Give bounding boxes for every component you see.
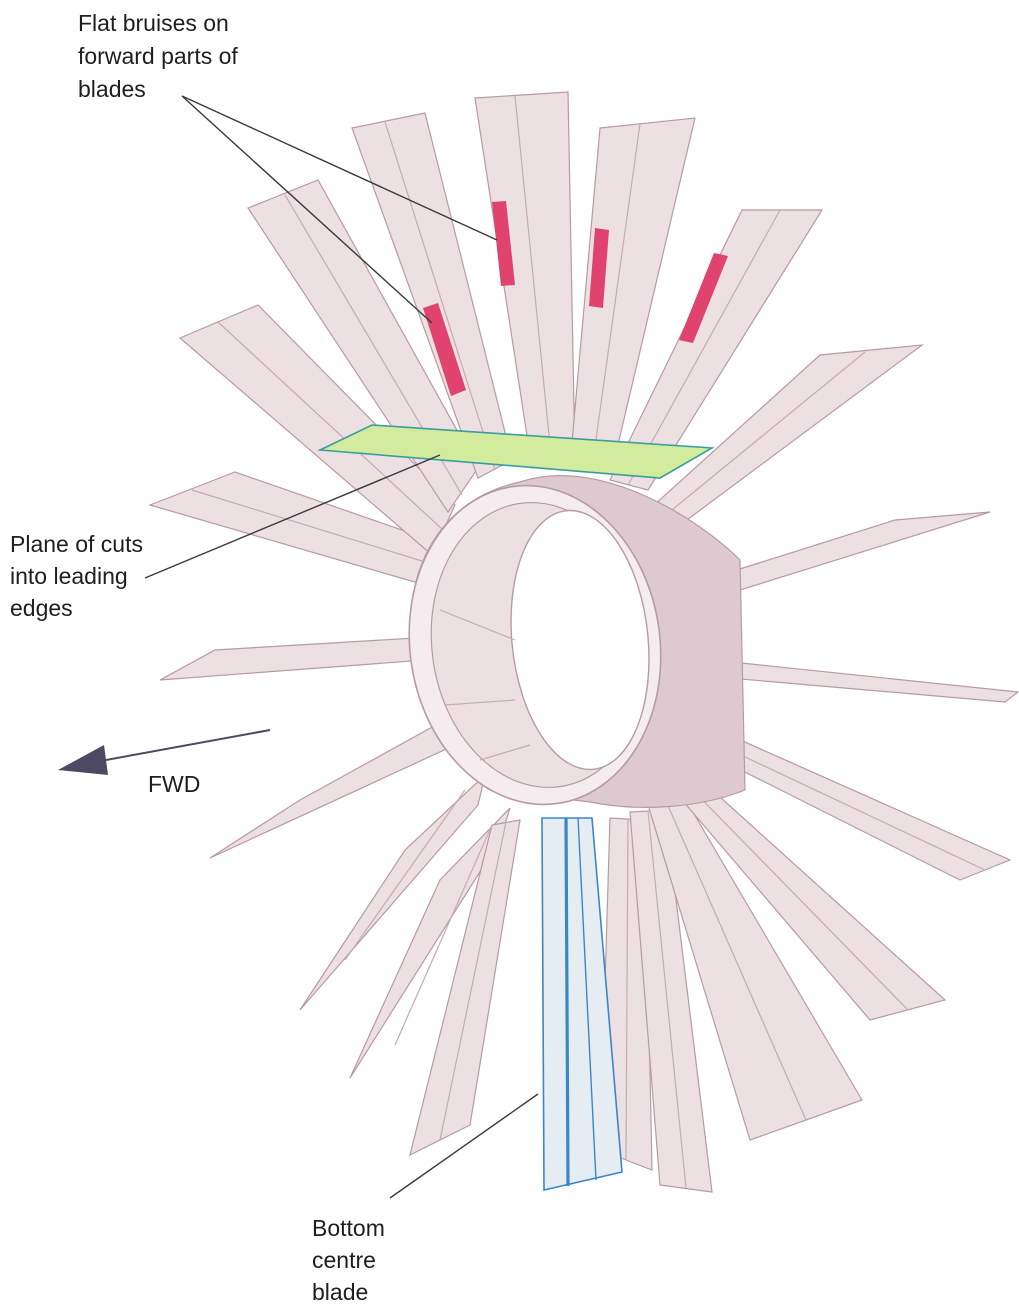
fwd-arrow-shaft bbox=[95, 730, 270, 762]
fwd-arrow bbox=[58, 730, 270, 775]
bottom-label-line: centre bbox=[312, 1247, 376, 1273]
bruises-label-line: forward parts of bbox=[78, 43, 238, 69]
bottom-label-line: Bottom bbox=[312, 1215, 385, 1241]
centre-blade-line bbox=[566, 818, 568, 1186]
plane-label-line: into leading bbox=[10, 563, 128, 589]
bottom-label-line: blade bbox=[312, 1279, 368, 1305]
plane-label-line: Plane of cuts bbox=[10, 531, 143, 557]
bruises-label: Flat bruises on forward parts of blades bbox=[78, 10, 244, 102]
bottom-centre-blade-label: Bottom centre blade bbox=[312, 1215, 391, 1305]
bruises-label-line: Flat bruises on bbox=[78, 10, 229, 36]
fan-blade bbox=[160, 638, 425, 680]
fwd-arrow-head bbox=[58, 745, 108, 775]
plane-of-cuts-label: Plane of cuts into leading edges bbox=[10, 531, 149, 621]
plane-label-line: edges bbox=[10, 595, 73, 621]
fwd-label: FWD bbox=[148, 771, 200, 797]
bruises-label-line: blades bbox=[78, 76, 146, 102]
